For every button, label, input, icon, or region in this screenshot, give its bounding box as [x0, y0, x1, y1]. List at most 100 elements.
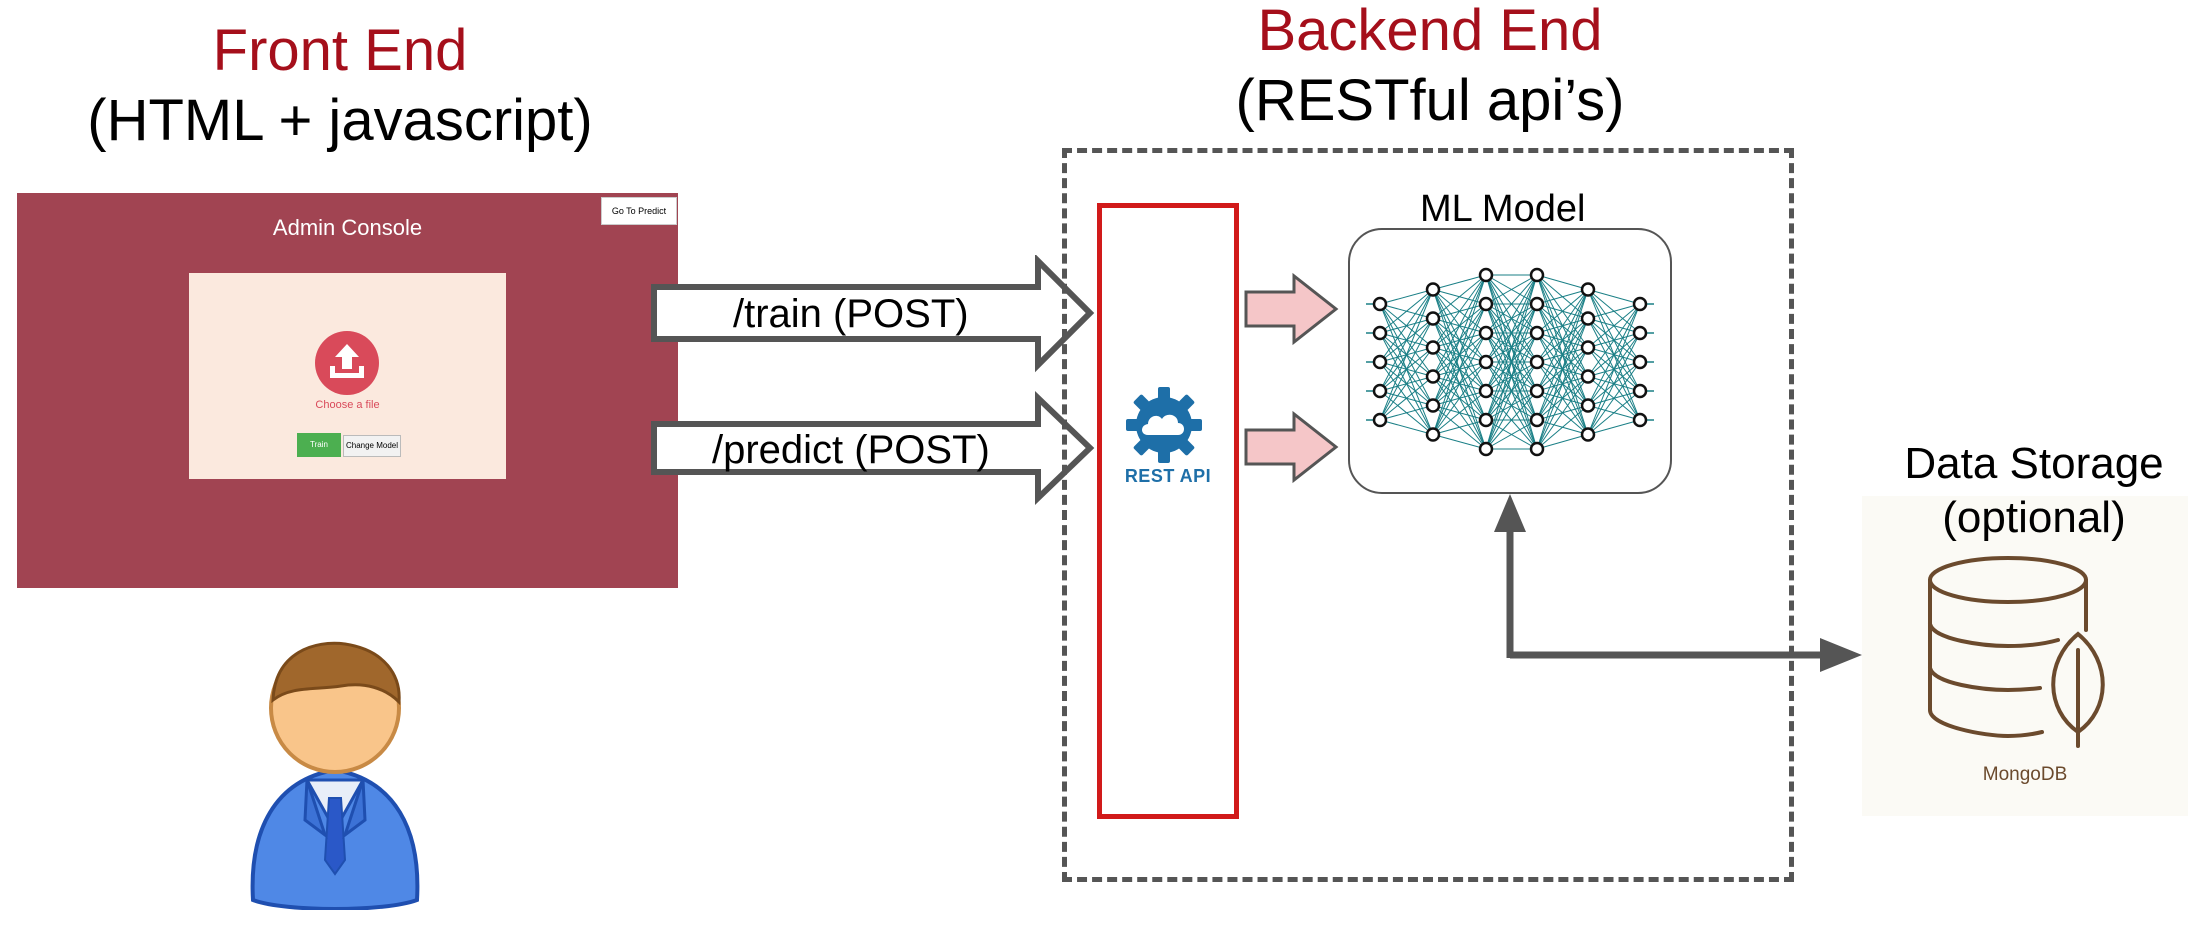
nn-edge [1536, 318, 1589, 450]
change-model-button[interactable]: Change Model [343, 435, 401, 457]
choose-file-label[interactable]: Choose a file [315, 399, 380, 411]
nn-edge [1432, 434, 1487, 450]
nn-edge [1432, 274, 1487, 377]
nn-node [1529, 354, 1545, 370]
nn-edge [1587, 303, 1641, 406]
nn-edge [1379, 318, 1434, 421]
nn-node [1529, 441, 1545, 457]
nn-node [1632, 325, 1648, 341]
nn-node [1478, 354, 1494, 370]
nn-edge [1432, 274, 1487, 406]
rest-api-cloud-gear-icon [1126, 387, 1202, 463]
storage-title: Data Storage [1904, 439, 2164, 488]
nn-edge [1379, 419, 1434, 435]
nn-node [1632, 296, 1648, 312]
nn-node [1580, 282, 1596, 297]
nn-node [1580, 369, 1596, 384]
nn-node [1425, 340, 1441, 355]
nn-edge [1485, 274, 1538, 421]
nn-node [1425, 398, 1441, 413]
nn-edge [1379, 405, 1434, 421]
nn-edge [1379, 376, 1434, 421]
nn-node [1632, 412, 1648, 428]
nn-edge [1536, 289, 1589, 305]
nn-node [1372, 296, 1388, 312]
backend-boundary [1062, 148, 1794, 882]
nn-edge [1536, 289, 1589, 363]
mongodb-label: MongoDB [1982, 764, 2068, 785]
go-to-predict-button[interactable]: Go To Predict [601, 197, 677, 225]
nn-edge [1379, 289, 1434, 334]
rest-to-model-arrow-2 [1244, 410, 1339, 484]
nn-edge [1485, 274, 1538, 450]
nn-edge [1379, 289, 1434, 305]
nn-node [1425, 311, 1441, 326]
nn-edge [1587, 303, 1641, 348]
nn-node [1529, 412, 1545, 428]
nn-node [1372, 412, 1388, 428]
nn-node [1529, 296, 1545, 312]
mongodb-panel [1862, 496, 2188, 816]
nn-node [1580, 340, 1596, 355]
nn-edge [1587, 303, 1641, 319]
frontend-title: Front End [212, 18, 468, 83]
nn-node [1478, 441, 1494, 457]
nn-edge [1485, 274, 1538, 363]
nn-edge [1587, 303, 1641, 377]
nn-edge [1432, 274, 1487, 435]
nn-node [1478, 267, 1494, 283]
nn-edge [1485, 390, 1538, 450]
nn-node [1478, 325, 1494, 341]
ml-model-label: ML Model [1420, 188, 1586, 230]
nn-node [1372, 354, 1388, 370]
nn-edge [1536, 405, 1589, 450]
admin-console-screenshot: Admin Console Go To Predict Choose a fil… [17, 193, 678, 588]
nn-node [1425, 427, 1441, 442]
nn-edge [1485, 361, 1538, 450]
predict-arrow-label: /predict (POST) [712, 428, 990, 472]
rest-api-box [1097, 203, 1239, 819]
nn-edge [1432, 361, 1487, 435]
nn-edge [1432, 303, 1487, 435]
nn-edge [1587, 303, 1641, 435]
nn-edge [1485, 274, 1538, 305]
nn-edge [1485, 274, 1538, 392]
nn-edge [1587, 289, 1641, 305]
nn-edge [1587, 390, 1641, 435]
nn-edge [1485, 274, 1538, 334]
nn-node [1580, 427, 1596, 442]
nn-edge [1536, 289, 1589, 450]
nn-node [1529, 325, 1545, 341]
mongodb-database-icon [1928, 556, 2105, 748]
upload-icon[interactable] [314, 330, 380, 396]
user-avatar-icon [250, 641, 420, 910]
nn-node [1478, 383, 1494, 399]
rest-to-model-arrow-1 [1244, 272, 1339, 346]
nn-node [1632, 383, 1648, 399]
train-button[interactable]: Train [297, 433, 341, 457]
nn-node [1425, 369, 1441, 384]
nn-edge [1536, 289, 1589, 334]
nn-edge [1536, 274, 1589, 290]
nn-node [1529, 383, 1545, 399]
nn-edge [1432, 390, 1487, 435]
nn-edge [1432, 274, 1487, 290]
neural-network-icon [1366, 267, 1654, 457]
nn-node [1372, 325, 1388, 341]
nn-node [1478, 412, 1494, 428]
nn-edge [1485, 419, 1538, 450]
nn-edge [1432, 274, 1487, 348]
nn-node [1580, 311, 1596, 326]
nn-edge [1587, 332, 1641, 435]
nn-edge [1536, 289, 1589, 392]
nn-node [1372, 383, 1388, 399]
nn-edge [1536, 434, 1589, 450]
nn-edge [1432, 274, 1487, 319]
nn-edge [1485, 332, 1538, 450]
nn-edge [1485, 303, 1538, 450]
nn-edge [1379, 289, 1434, 363]
nn-edge [1536, 347, 1589, 450]
nn-edge [1379, 347, 1434, 421]
nn-node [1478, 296, 1494, 312]
nn-edge [1379, 289, 1434, 421]
